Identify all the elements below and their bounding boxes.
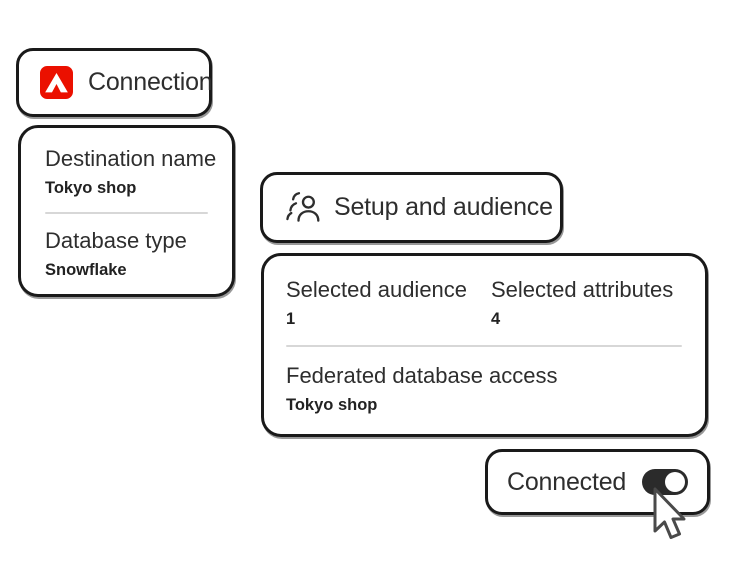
selected-audience-stat: Selected audience 1 — [286, 275, 491, 329]
connection-chip: Connection — [16, 48, 213, 117]
federated-access-label: Federated database access — [286, 363, 558, 388]
connected-chip: Connected — [485, 449, 710, 515]
stats-row: Selected audience 1 Selected attributes … — [286, 275, 683, 329]
connection-chip-label: Connection — [88, 68, 213, 96]
database-type-field: Database type Snowflake — [45, 226, 208, 280]
destination-name-value: Tokyo shop — [45, 179, 137, 197]
selected-audience-value: 1 — [286, 310, 296, 328]
database-type-value: Snowflake — [45, 261, 127, 279]
connected-toggle[interactable] — [642, 469, 688, 495]
selected-attributes-stat: Selected attributes 4 — [491, 275, 673, 329]
selected-attributes-label: Selected attributes — [491, 277, 674, 302]
divider — [45, 212, 208, 214]
toggle-knob — [665, 472, 685, 492]
audience-icon — [285, 189, 321, 227]
federated-access-value: Tokyo shop — [286, 396, 378, 414]
connection-details-card: Destination name Tokyo shop Database typ… — [18, 125, 235, 297]
connected-label: Connected — [507, 467, 627, 496]
selected-attributes-value: 4 — [491, 310, 501, 328]
divider — [286, 345, 682, 347]
selected-audience-label: Selected audience — [286, 277, 468, 302]
setup-audience-chip-label: Setup and audience — [334, 193, 553, 221]
setup-details-card: Selected audience 1 Selected attributes … — [261, 253, 708, 437]
destination-name-field: Destination name Tokyo shop — [45, 144, 217, 198]
setup-audience-chip: Setup and audience — [260, 172, 563, 243]
database-type-label: Database type — [45, 228, 187, 253]
destination-name-label: Destination name — [45, 146, 217, 171]
adobe-logo-icon — [40, 66, 73, 99]
federated-access-field: Federated database access Tokyo shop — [286, 361, 683, 415]
